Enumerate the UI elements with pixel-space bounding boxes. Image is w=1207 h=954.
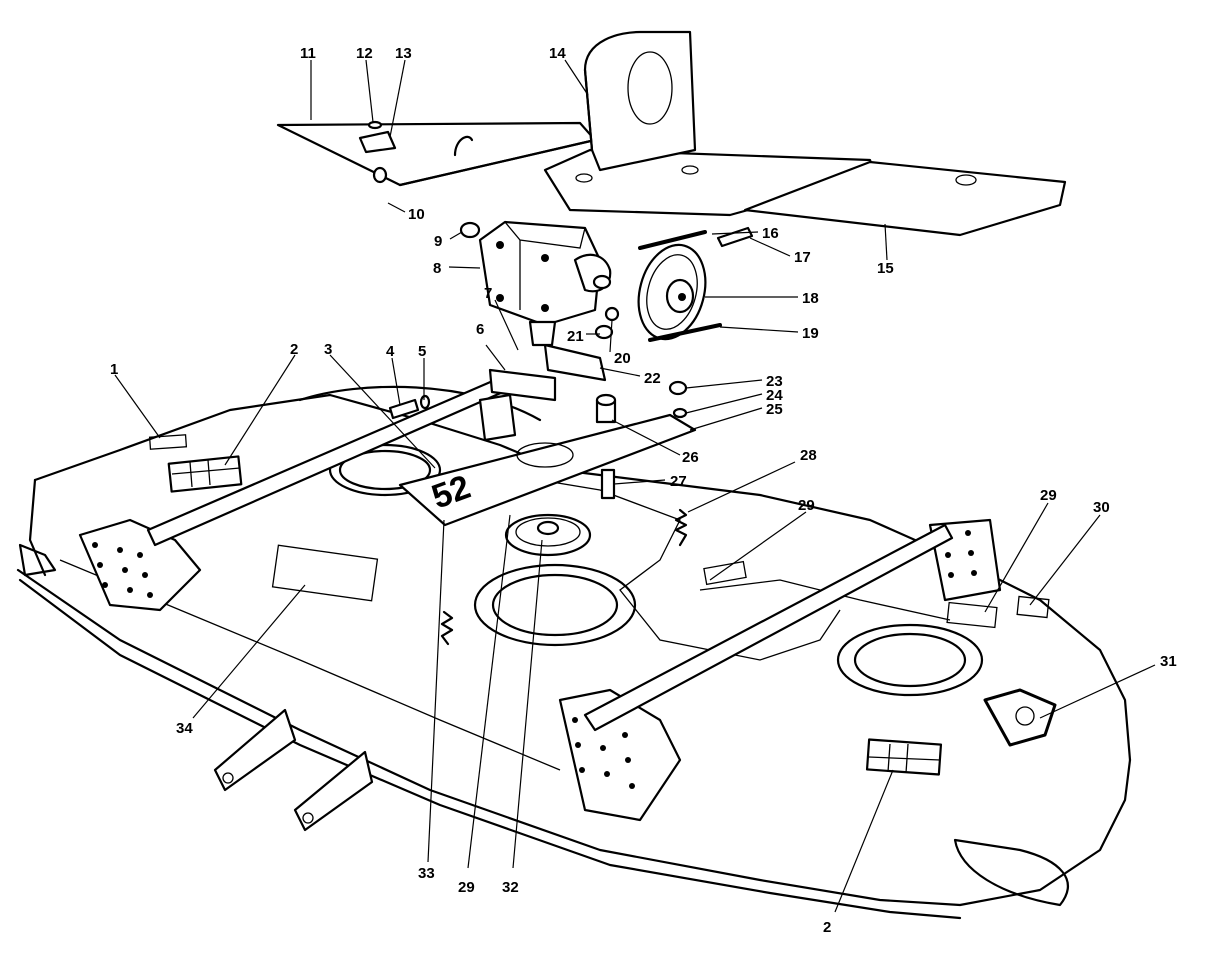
deck-front-tabs — [213, 708, 374, 832]
top-cover — [276, 30, 1067, 237]
callout-10: 10 — [408, 206, 425, 223]
warning-decal-31 — [983, 688, 1057, 747]
callout-13: 13 — [395, 45, 412, 62]
callout-34: 34 — [176, 720, 193, 737]
callout-19: 19 — [802, 325, 819, 342]
center-spindle-pulley — [504, 513, 592, 557]
callout-12: 12 — [356, 45, 373, 62]
callout-16: 16 — [762, 225, 779, 242]
callout-11: 11 — [300, 45, 316, 62]
callout-26: 26 — [682, 449, 699, 466]
callout-32: 32 — [502, 879, 519, 896]
callout-7: 7 — [484, 285, 492, 302]
decal-2-left — [167, 455, 243, 493]
callout-6: 6 — [476, 321, 484, 338]
callout-15: 15 — [877, 260, 894, 277]
callout-18: 18 — [802, 290, 819, 307]
left-bracket — [78, 518, 202, 612]
callout-4: 4 — [386, 343, 395, 360]
callout-5: 5 — [418, 343, 426, 360]
callout-33: 33 — [418, 865, 435, 882]
callout-31: 31 — [1160, 653, 1177, 670]
callout-24: 24 — [766, 387, 783, 404]
callout-23: 23 — [766, 373, 783, 390]
gearbox — [388, 220, 754, 646]
callout-2-bottom: 2 — [823, 919, 831, 936]
decal-2-right — [865, 738, 943, 776]
callout-1: 1 — [110, 361, 118, 378]
callout-28: 28 — [800, 447, 817, 464]
mower-deck-housing — [16, 378, 1132, 920]
callout-3: 3 — [324, 341, 332, 358]
callout-22: 22 — [644, 370, 661, 387]
callout-14: 14 — [549, 45, 566, 62]
callout-29-center: 29 — [798, 497, 815, 514]
gearbox-pulley — [637, 230, 722, 342]
callout-25: 25 — [766, 401, 783, 418]
callout-8: 8 — [433, 260, 441, 277]
callout-27: 27 — [670, 473, 687, 490]
nut-9 — [459, 221, 481, 239]
callout-2: 2 — [290, 341, 298, 358]
callout-leaders — [114, 59, 1156, 913]
callout-20: 20 — [614, 350, 631, 367]
callout-17: 17 — [794, 249, 811, 266]
callout-numbers: 1 2 3 4 5 6 7 8 9 10 11 12 13 14 15 16 1… — [110, 45, 1177, 936]
callout-30: 30 — [1093, 499, 1110, 516]
callout-9: 9 — [434, 233, 442, 250]
callout-29-right: 29 — [1040, 487, 1057, 504]
callout-21: 21 — [567, 328, 584, 345]
center-bracket: 52 — [398, 343, 697, 527]
callout-29-bottom: 29 — [458, 879, 475, 896]
